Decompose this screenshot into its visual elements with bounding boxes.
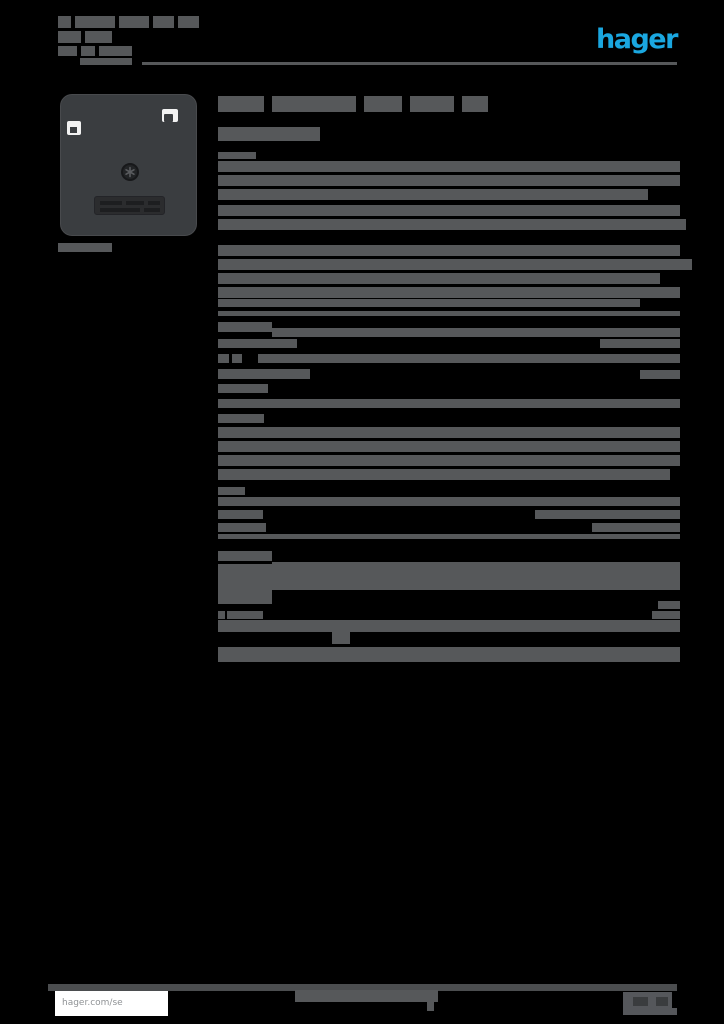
- redacted-text-block: [58, 46, 77, 56]
- redacted-text-block: [656, 997, 668, 1006]
- redacted-text-block: [218, 399, 258, 408]
- redacted-text-block: [218, 311, 680, 316]
- hager-logo: hager: [596, 24, 678, 55]
- redacted-text-block: [218, 161, 680, 172]
- redacted-text-block: [218, 245, 680, 256]
- footer-website-link[interactable]: hager.com/se: [62, 998, 123, 1008]
- redacted-text-block: [218, 510, 263, 519]
- redacted-text-block: [218, 487, 245, 495]
- redacted-text-block: [218, 273, 660, 284]
- redacted-text-block: [218, 441, 680, 452]
- redacted-text-block: [218, 564, 272, 604]
- redacted-text-block: [272, 96, 356, 112]
- redacted-text-block: [218, 287, 680, 298]
- redacted-text-block: [99, 46, 132, 56]
- redacted-text-block: [218, 611, 225, 619]
- redacted-text-block: [218, 414, 264, 423]
- redacted-text-block: [218, 189, 648, 200]
- plate-corner-marker-cutout: [70, 127, 77, 133]
- redacted-text-block: [640, 370, 680, 379]
- redacted-text-block: [592, 523, 680, 532]
- redacted-text-block: [427, 1002, 434, 1011]
- plate-corner-marker-icon: [162, 109, 178, 122]
- redacted-text-block: [218, 647, 680, 662]
- redacted-text-block: [48, 984, 677, 991]
- redacted-text-block: [218, 299, 640, 307]
- redacted-text-block: [218, 354, 229, 363]
- redacted-text-block: [85, 31, 112, 43]
- redacted-text-block: [58, 243, 112, 252]
- redacted-text-block: [462, 96, 488, 112]
- screw-torx-slots: [125, 166, 135, 178]
- redacted-text-block: [218, 219, 686, 230]
- redacted-text-block: [218, 205, 680, 216]
- redacted-text-block: [218, 369, 310, 379]
- label-engraving: [126, 201, 144, 205]
- footer-website-box: hager.com/se: [55, 991, 168, 1016]
- redacted-text-block: [119, 16, 149, 28]
- redacted-text-block: [218, 322, 272, 332]
- redacted-text-block: [633, 997, 648, 1006]
- redacted-text-block: [178, 16, 199, 28]
- redacted-text-block: [218, 339, 297, 348]
- label-engraving: [100, 201, 122, 205]
- redacted-text-block: [75, 16, 115, 28]
- redacted-text-block: [58, 16, 71, 28]
- redacted-text-block: [58, 31, 81, 43]
- redacted-text-block: [218, 152, 256, 159]
- redacted-text-block: [81, 46, 95, 56]
- redacted-text-block: [142, 62, 677, 65]
- redacted-text-block: [364, 96, 402, 112]
- plate-corner-marker-icon: [67, 121, 81, 135]
- redacted-text-block: [218, 455, 680, 466]
- redacted-text-block: [227, 611, 263, 619]
- center-screw-icon: [121, 163, 139, 181]
- redacted-text-block: [246, 399, 680, 408]
- redacted-text-block: [652, 611, 680, 619]
- redacted-text-block: [272, 562, 680, 590]
- redacted-text-block: [295, 990, 438, 1002]
- redacted-text-block: [218, 551, 272, 561]
- redacted-text-block: [600, 339, 680, 348]
- redacted-text-block: [218, 620, 680, 632]
- product-embossed-label: [94, 196, 165, 215]
- product-photo-cover-plate: [60, 94, 197, 236]
- label-engraving: [144, 208, 160, 212]
- redacted-text-block: [218, 534, 680, 539]
- label-engraving: [100, 208, 140, 212]
- redacted-text-block: [218, 259, 692, 270]
- redacted-text-block: [258, 354, 680, 363]
- redacted-text-block: [218, 469, 670, 480]
- redacted-text-block: [668, 1008, 677, 1015]
- redacted-text-block: [535, 510, 680, 519]
- redacted-text-block: [272, 328, 680, 337]
- redacted-text-block: [218, 523, 266, 532]
- redacted-text-block: [218, 384, 268, 393]
- redacted-text-block: [410, 96, 454, 112]
- redacted-text-block: [218, 497, 680, 506]
- redacted-text-block: [218, 175, 680, 186]
- redacted-text-block: [80, 58, 132, 65]
- redacted-text-block: [232, 354, 242, 363]
- redacted-text-block: [218, 427, 680, 438]
- plate-corner-marker-cutout: [164, 114, 173, 122]
- redacted-text-block: [658, 601, 680, 609]
- redacted-text-block: [153, 16, 174, 28]
- label-engraving: [148, 201, 160, 205]
- redacted-text-block: [218, 96, 264, 112]
- redacted-text-block: [332, 632, 350, 644]
- redacted-text-block: [218, 127, 320, 141]
